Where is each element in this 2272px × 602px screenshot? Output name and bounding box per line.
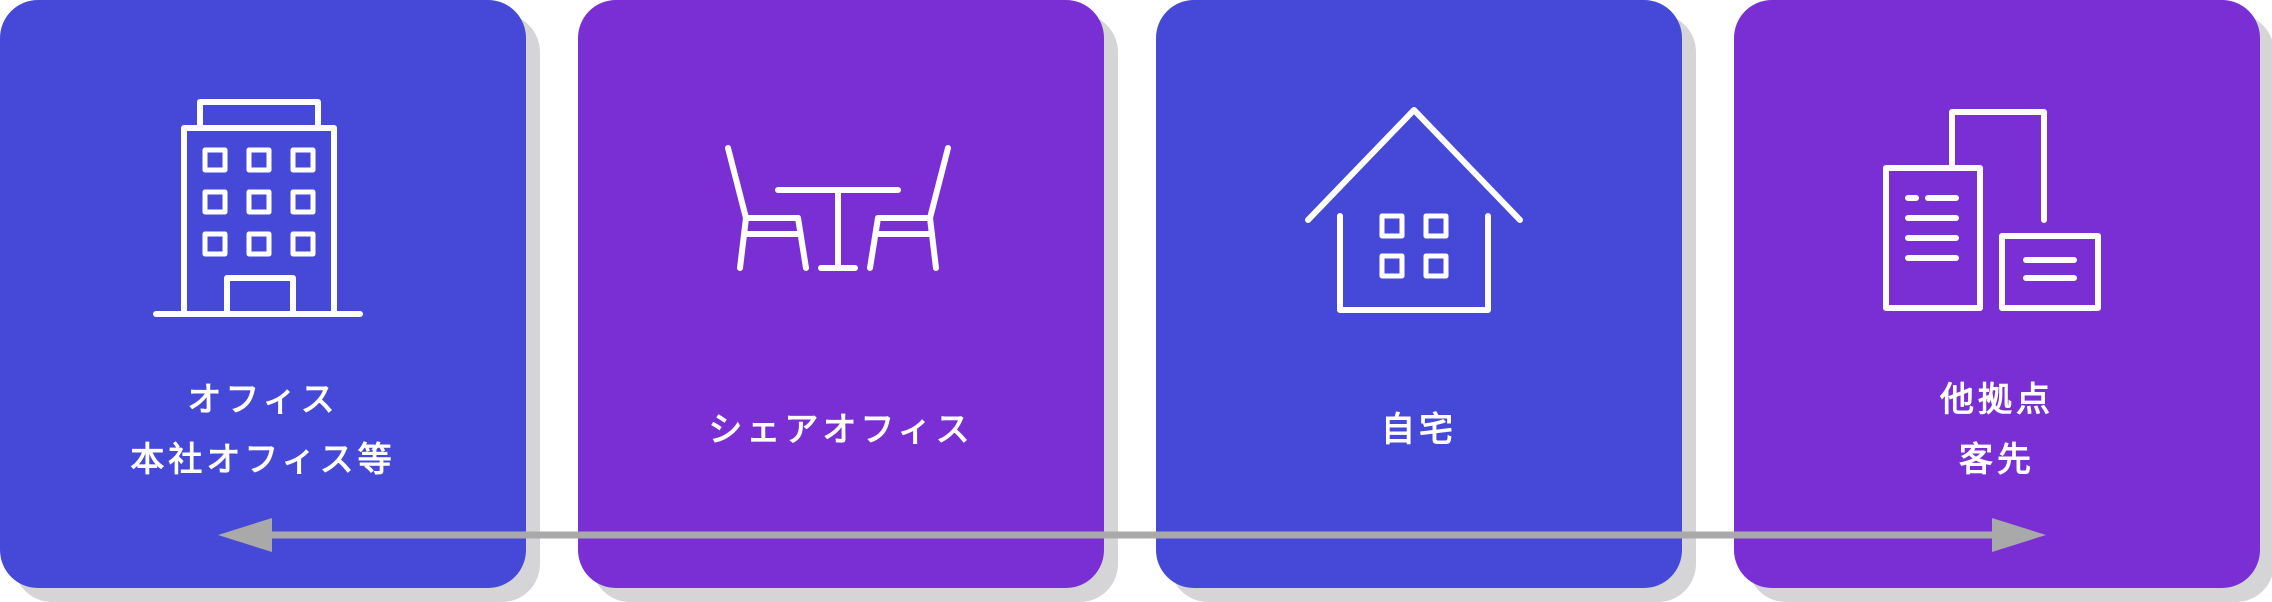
label-line: シェアオフィス (708, 410, 974, 450)
label-line: 他拠点 (1940, 380, 2054, 420)
label-line: 客先 (1959, 440, 2035, 480)
card-office-label: オフィス 本社オフィス等 (0, 370, 526, 490)
label-line: 本社オフィス等 (130, 440, 396, 480)
shared-office-table-chairs-icon (725, 145, 951, 271)
label-line: 自宅 (1381, 410, 1457, 450)
office-building-icon (153, 99, 363, 317)
card-home-label: 自宅 (1156, 370, 1682, 490)
card-shared-office: シェアオフィス (578, 0, 1104, 588)
house-icon (1305, 107, 1523, 313)
card-branch-label: 他拠点 客先 (1734, 370, 2260, 490)
card-home: 自宅 (1156, 0, 1682, 588)
card-shared-office-label: シェアオフィス (578, 370, 1104, 490)
card-office: オフィス 本社オフィス等 (0, 0, 526, 588)
branch-buildings-icon (1883, 109, 2101, 311)
label-line: オフィス (187, 380, 339, 420)
card-branch: 他拠点 客先 (1734, 0, 2260, 588)
